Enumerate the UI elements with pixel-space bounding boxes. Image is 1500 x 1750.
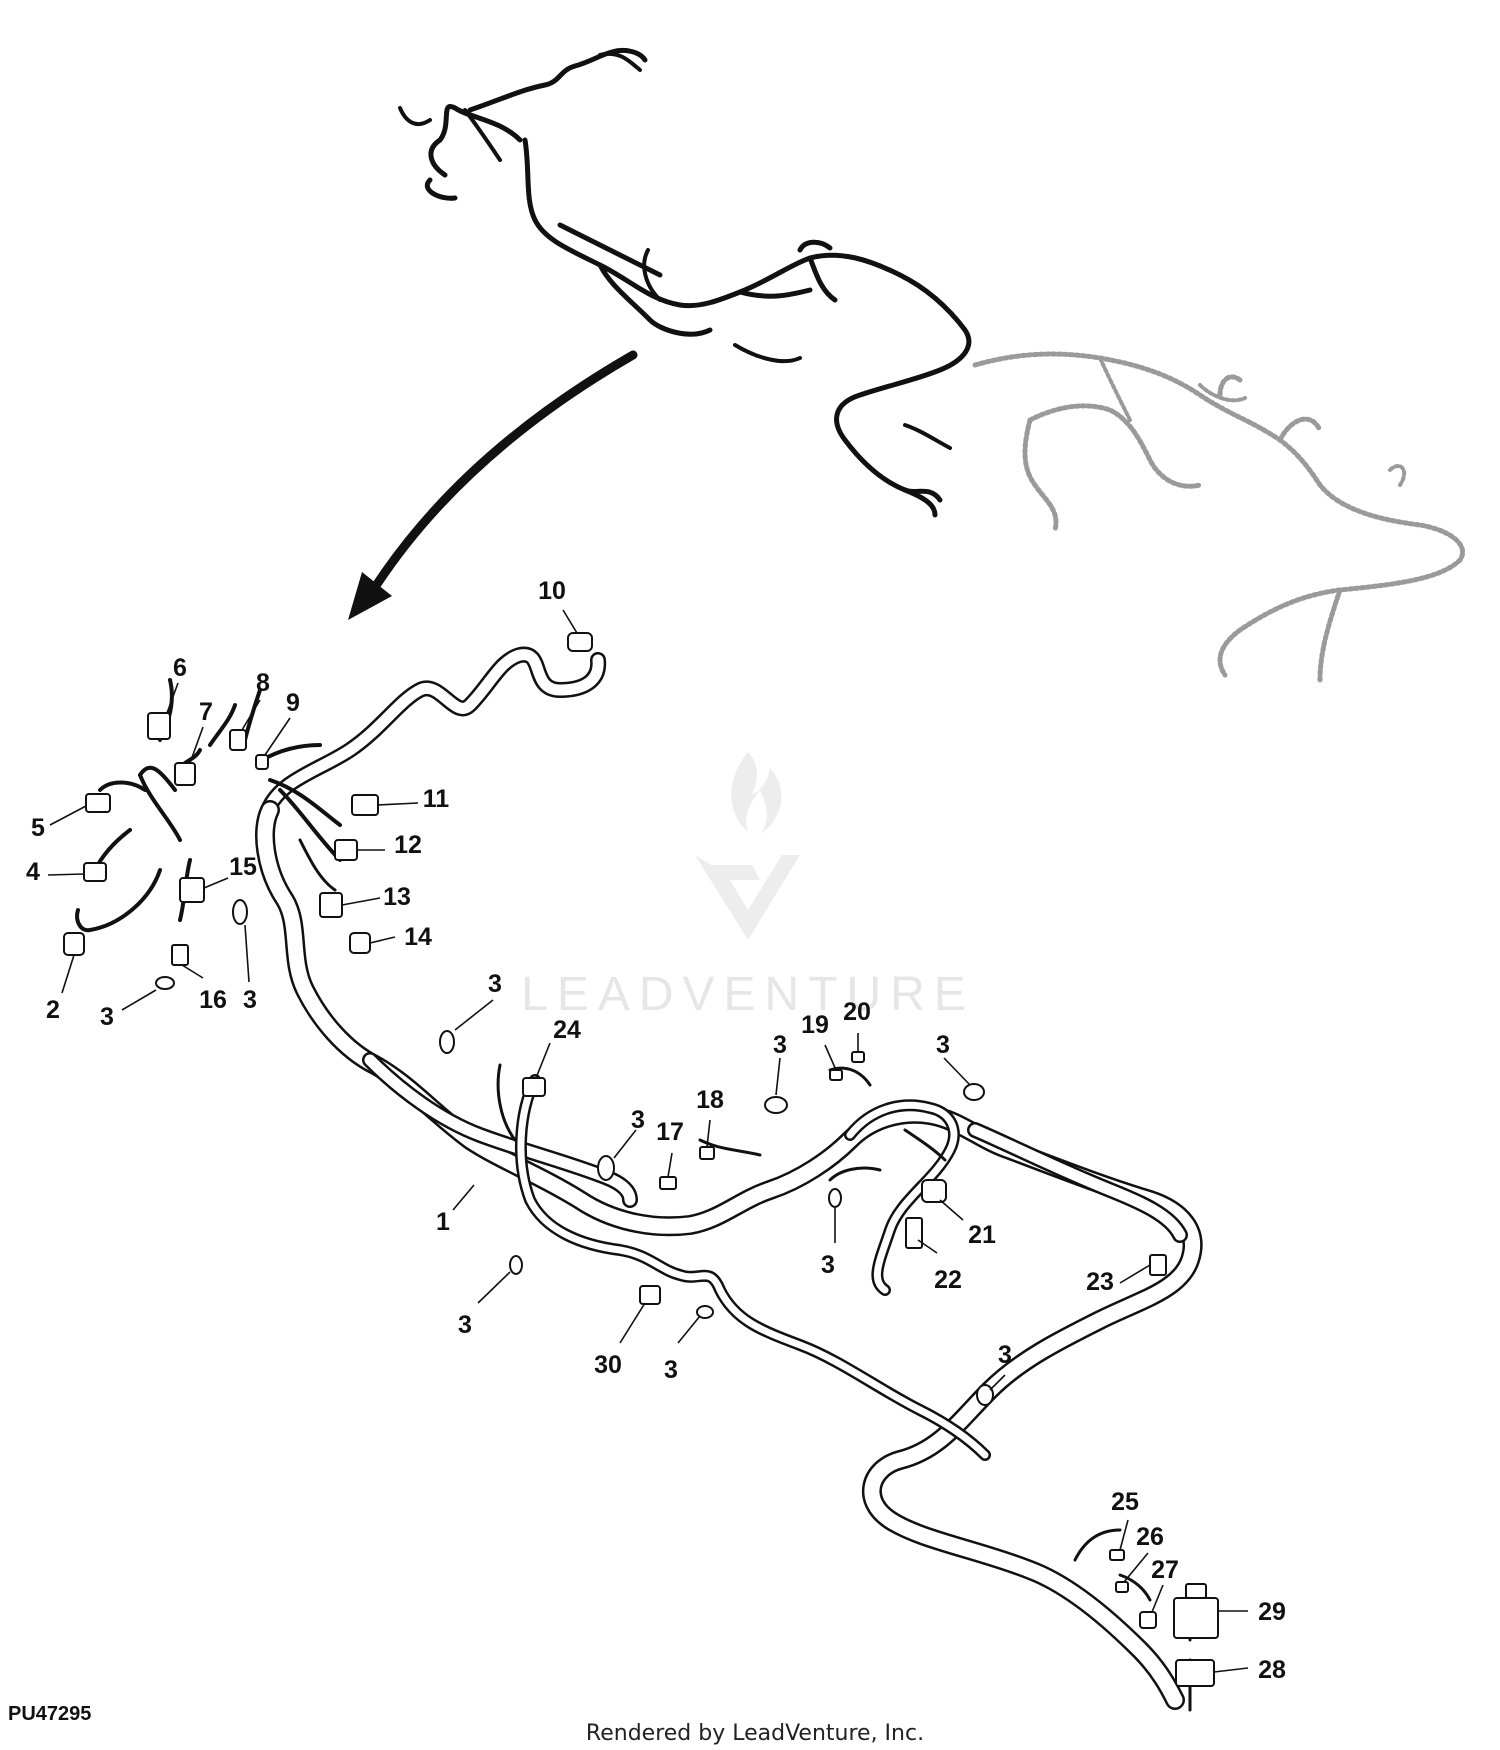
callout-13: 13	[383, 883, 411, 911]
callout-5: 5	[31, 814, 45, 842]
connector-26	[1115, 1581, 1129, 1593]
callout-3: 3	[821, 1251, 835, 1279]
overview-harness	[398, 47, 972, 518]
callout-8: 8	[256, 669, 270, 697]
callout-3: 3	[936, 1031, 950, 1059]
connector-12	[334, 839, 358, 861]
leader-lines	[47, 609, 1249, 1673]
connector-18	[699, 1146, 715, 1160]
clip-icon	[828, 1188, 842, 1208]
clip-icon	[509, 1255, 523, 1275]
clip-icon	[764, 1096, 788, 1114]
connector-28-socket	[1175, 1659, 1215, 1687]
callout-23: 23	[1086, 1268, 1114, 1296]
connector-16	[171, 944, 189, 966]
connector-10	[567, 632, 593, 652]
callout-15: 15	[229, 853, 257, 881]
callout-14: 14	[404, 923, 432, 951]
callout-30: 30	[594, 1351, 622, 1379]
watermark: LEADVENTURE	[521, 752, 975, 1021]
figure-id: PU47295	[8, 1703, 91, 1725]
callout-3: 3	[773, 1031, 787, 1059]
connector-27	[1139, 1611, 1157, 1629]
connector-29-relay-top	[1185, 1583, 1207, 1599]
callout-labels: 10 6 8 7 9 11 5 12 4 15 13 14 2 3 16 3 3…	[26, 577, 1286, 1684]
callout-4: 4	[26, 858, 40, 886]
clips	[155, 899, 994, 1406]
clip-icon	[976, 1384, 994, 1406]
callout-20: 20	[843, 998, 871, 1026]
callout-3: 3	[998, 1341, 1012, 1369]
connector-15	[179, 877, 205, 903]
clip-icon	[696, 1305, 714, 1319]
connector-2	[63, 932, 85, 956]
callout-3: 3	[631, 1106, 645, 1134]
callout-27: 27	[1151, 1556, 1179, 1584]
connector-24	[522, 1077, 546, 1097]
callout-7: 7	[199, 698, 213, 726]
callout-10: 10	[538, 577, 566, 605]
connector-25	[1109, 1549, 1125, 1561]
footer-credit: Rendered by LeadVenture, Inc.	[586, 1721, 924, 1746]
connector-22	[905, 1217, 923, 1249]
clip-icon	[232, 899, 248, 925]
callout-3: 3	[664, 1356, 678, 1384]
connector-5	[85, 793, 111, 813]
callout-28: 28	[1258, 1656, 1286, 1684]
direction-arrow-icon	[348, 350, 638, 620]
callout-9: 9	[286, 689, 300, 717]
callout-11: 11	[423, 785, 450, 813]
ghost-harness	[972, 351, 1465, 683]
callout-25: 25	[1111, 1488, 1139, 1516]
clip-icon	[597, 1155, 615, 1181]
connector-9	[255, 754, 269, 770]
connector-8	[229, 729, 247, 751]
watermark-logo-icon	[695, 752, 800, 940]
connector-4	[83, 862, 107, 882]
connector-21	[921, 1179, 947, 1203]
callout-1: 1	[436, 1208, 450, 1236]
clip-icon	[155, 976, 175, 990]
callout-2: 2	[46, 996, 60, 1024]
connector-30	[639, 1285, 661, 1305]
callout-16: 16	[199, 986, 227, 1014]
main-harness	[75, 646, 1203, 1712]
callout-3: 3	[488, 970, 502, 998]
clip-icon	[963, 1083, 985, 1101]
connector-17	[659, 1176, 677, 1190]
callout-18: 18	[696, 1086, 724, 1114]
clip-icon	[439, 1030, 455, 1054]
watermark-text: LEADVENTURE	[521, 968, 975, 1021]
callout-12: 12	[394, 831, 422, 859]
callout-21: 21	[968, 1221, 996, 1249]
callout-6: 6	[173, 654, 187, 682]
callout-22: 22	[934, 1266, 962, 1294]
callout-26: 26	[1136, 1523, 1164, 1551]
callout-17: 17	[656, 1118, 684, 1146]
connector-29-relay	[1173, 1597, 1219, 1639]
connector-14	[349, 932, 371, 954]
callout-24: 24	[553, 1016, 581, 1044]
connector-13	[319, 892, 343, 918]
connector-19	[829, 1069, 843, 1081]
connector-11	[351, 794, 379, 816]
callout-3: 3	[458, 1311, 472, 1339]
connector-6	[147, 712, 171, 740]
callout-19: 19	[801, 1011, 829, 1039]
callout-29: 29	[1258, 1598, 1286, 1626]
connector-20	[851, 1051, 865, 1063]
callout-3: 3	[100, 1003, 114, 1031]
connector-23	[1149, 1254, 1167, 1276]
callout-3: 3	[243, 986, 257, 1014]
connector-7	[174, 762, 196, 786]
